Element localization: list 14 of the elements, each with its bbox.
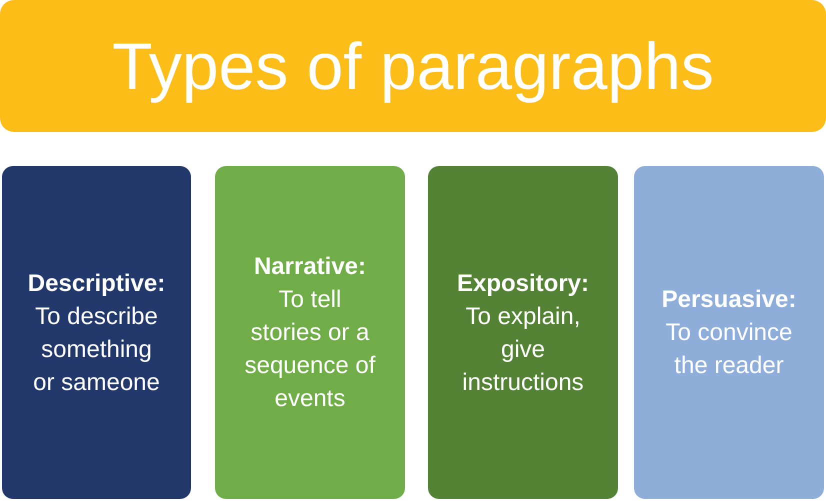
card-description: To tell stories or a sequence of events — [244, 285, 376, 414]
card-description: To explain, give instructions — [461, 302, 585, 398]
title-text: Types of paragraphs — [112, 28, 714, 104]
card-heading: Descriptive: — [28, 268, 166, 298]
category-card — [2, 166, 191, 499]
card-heading: Narrative: — [254, 252, 366, 282]
card-heading: Expository: — [456, 268, 590, 298]
title-banner — [0, 0, 826, 132]
card-description: To describe something or sameone — [32, 302, 160, 398]
category-card — [634, 166, 824, 499]
category-card — [428, 166, 618, 499]
category-card — [215, 166, 405, 499]
card-heading: Persuasive: — [662, 285, 796, 315]
card-description: To convince the reader — [664, 318, 794, 381]
